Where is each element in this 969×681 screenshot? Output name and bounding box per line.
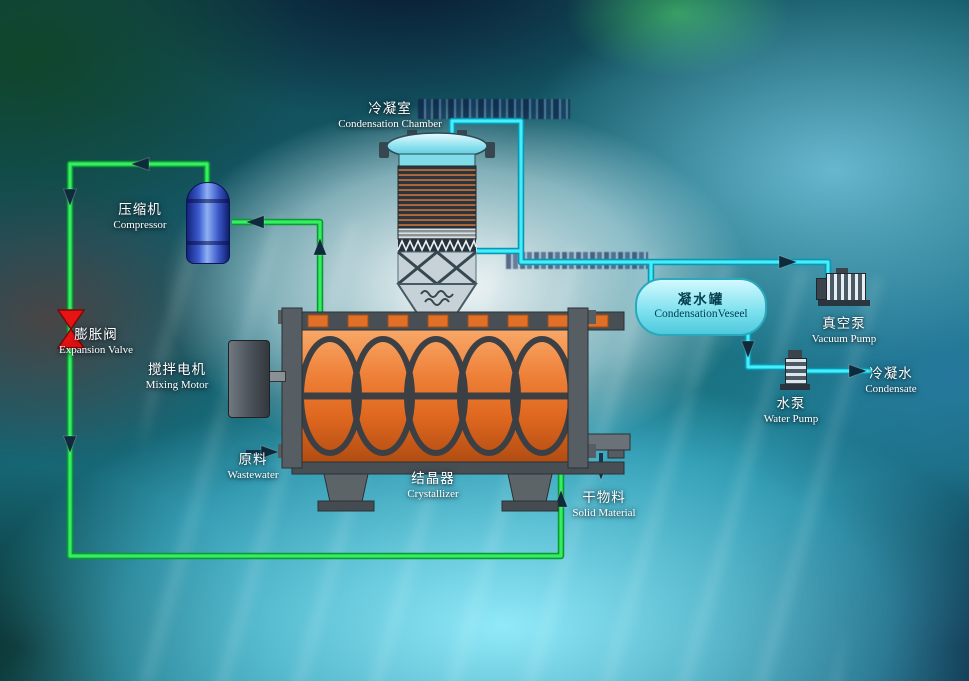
- crystallizer-leg: [507, 473, 553, 503]
- compressor: [186, 182, 230, 264]
- compressor-label: 压缩机 Compressor: [100, 202, 180, 233]
- flow-arrows: [62, 156, 869, 508]
- chamber-zigzag: [397, 238, 477, 252]
- water-pump-cap: [788, 350, 802, 358]
- solid-material-label-en: Solid Material: [572, 506, 636, 519]
- condensation-chamber: [379, 130, 495, 324]
- mixing-motor: [228, 340, 270, 418]
- water-pump: [780, 350, 810, 390]
- glitch-artifact-strip: [418, 99, 570, 119]
- vacuum-pump-label-zh: 真空泵: [822, 316, 866, 331]
- water-pump-body: [785, 358, 807, 386]
- condensation-vessel-label-zh: 凝水罐: [677, 292, 725, 307]
- compressor-groove: [187, 199, 229, 203]
- wastewater-label-en: Wastewater: [227, 468, 279, 481]
- wastewater-label: 原料 Wastewater: [213, 452, 293, 483]
- compressor-groove: [187, 241, 229, 245]
- water-pump-base: [780, 384, 810, 390]
- mixing-motor-label: 搅拌电机 Mixing Motor: [133, 362, 221, 393]
- vacuum-pump-base: [818, 300, 870, 306]
- vacuum-pump-label: 真空泵 Vacuum Pump: [799, 316, 889, 347]
- expansion-valve-label: 膨胀阀 Expansion Valve: [50, 327, 142, 358]
- condensate-label-zh: 冷凝水: [869, 366, 913, 381]
- compressor-label-zh: 压缩机: [118, 202, 162, 217]
- condensation-chamber-label-zh: 冷凝室: [368, 101, 412, 116]
- water-pump-label: 水泵 Water Pump: [749, 396, 833, 427]
- water-pump-label-en: Water Pump: [763, 412, 819, 425]
- crystallizer-end-cap: [567, 307, 589, 469]
- expansion-valve-label-zh: 膨胀阀: [74, 327, 118, 342]
- condensate-label: 冷凝水 Condensate: [853, 366, 929, 397]
- crystallizer-leg: [323, 473, 369, 503]
- crystallizer-label: 结晶器 Crystallizer: [378, 471, 488, 502]
- wastewater-inlet-arrow: [246, 444, 281, 460]
- wastewater-label-zh: 原料: [238, 452, 268, 467]
- compressor-label-en: Compressor: [113, 218, 167, 231]
- mixing-motor-label-zh: 搅拌电机: [148, 362, 206, 377]
- crystallizer: [278, 307, 631, 512]
- condensation-vessel-label-en: CondensationVeseel: [654, 308, 748, 320]
- vacuum-pump: [816, 268, 872, 308]
- crystallizer-label-en: Crystallizer: [407, 487, 459, 500]
- condensation-chamber-label-en: Condensation Chamber: [338, 117, 442, 130]
- expansion-valve: [56, 309, 86, 349]
- chamber-fin-stack: [397, 165, 477, 229]
- expansion-valve-label-en: Expansion Valve: [58, 343, 134, 356]
- vacuum-pump-label-en: Vacuum Pump: [811, 332, 877, 345]
- condensation-vessel: 凝水罐 CondensationVeseel: [635, 278, 767, 336]
- vacuum-pump-body: [826, 273, 866, 302]
- vacuum-pump-port: [836, 268, 848, 274]
- crystallizer-label-zh: 结晶器: [411, 471, 455, 486]
- condensation-chamber-label: 冷凝室 Condensation Chamber: [300, 101, 480, 132]
- water-pump-label-zh: 水泵: [776, 396, 806, 411]
- solid-material-label-zh: 干物料: [582, 490, 626, 505]
- solid-material-label: 干物料 Solid Material: [558, 490, 650, 521]
- crystallizer-end-cap: [281, 307, 303, 469]
- mixing-motor-label-en: Mixing Motor: [145, 378, 209, 391]
- condensate-label-en: Condensate: [865, 382, 917, 395]
